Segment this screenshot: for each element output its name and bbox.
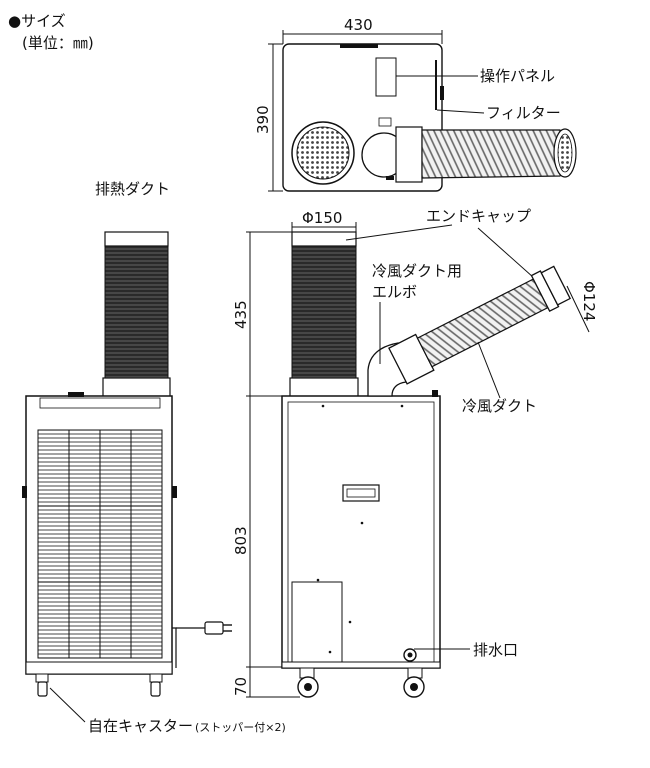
- drain-port-icon: [403, 648, 417, 662]
- label-elbow-line1: 冷風ダクト用: [372, 262, 462, 280]
- front-exhaust-collar: [291, 231, 357, 247]
- front-caster-right: [403, 667, 425, 698]
- caster-wheel-icon: [35, 673, 163, 697]
- dim-exhaust-diameter: Φ150: [302, 209, 342, 227]
- side-view: 排熱ダクト 自在キャスター(ストッパー付×2): [22, 180, 286, 735]
- control-panel-box: [375, 57, 397, 97]
- top-view: 430 390 操作パネル フィルター: [254, 16, 577, 192]
- cold-duct-top: [421, 129, 571, 179]
- side-exhaust-collar: [104, 231, 169, 247]
- dim-cold-diameter: Φ124: [580, 281, 598, 321]
- cold-elbow-top: [395, 126, 423, 183]
- label-caster: 自在キャスター(ストッパー付×2): [88, 717, 286, 735]
- front-exhaust-duct: [291, 245, 357, 379]
- dim-duct-height: 435: [232, 300, 250, 329]
- cold-duct-assembly: [388, 265, 571, 385]
- side-exhaust-duct: [104, 245, 169, 379]
- exhaust-port-mesh: [296, 126, 350, 180]
- front-exhaust-base: [289, 377, 359, 399]
- side-exhaust-base: [102, 377, 171, 399]
- front-view: Φ150 435 803 70 エンドキャップ: [232, 207, 598, 698]
- dim-top-depth: 390: [254, 105, 272, 134]
- section-title: ●サイズ: [8, 12, 66, 30]
- leader-end-cap: [345, 224, 453, 241]
- dim-caster-height: 70: [232, 677, 250, 696]
- top-handle: [340, 44, 378, 48]
- label-filter: フィルター: [486, 104, 561, 122]
- leader-filter: [436, 109, 485, 114]
- label-end-cap: エンドキャップ: [426, 207, 531, 225]
- front-access-panel: [291, 581, 343, 663]
- front-caster-left: [297, 667, 319, 698]
- power-plug-icon: [204, 621, 232, 635]
- dim-body-height: 803: [232, 526, 250, 555]
- label-control-panel: 操作パネル: [480, 67, 555, 85]
- label-cold-duct: 冷風ダクト: [462, 397, 537, 415]
- unit-note: (単位：㎜): [22, 34, 94, 52]
- dim-top-width: 430: [344, 16, 373, 34]
- label-exhaust-duct: 排熱ダクト: [95, 180, 170, 198]
- leader-cold-duct: [477, 341, 501, 399]
- label-elbow-line2: エルボ: [372, 283, 417, 301]
- cold-duct-end-cap: [540, 265, 571, 306]
- leader-caster: [49, 687, 86, 723]
- label-drain: 排水口: [473, 641, 518, 659]
